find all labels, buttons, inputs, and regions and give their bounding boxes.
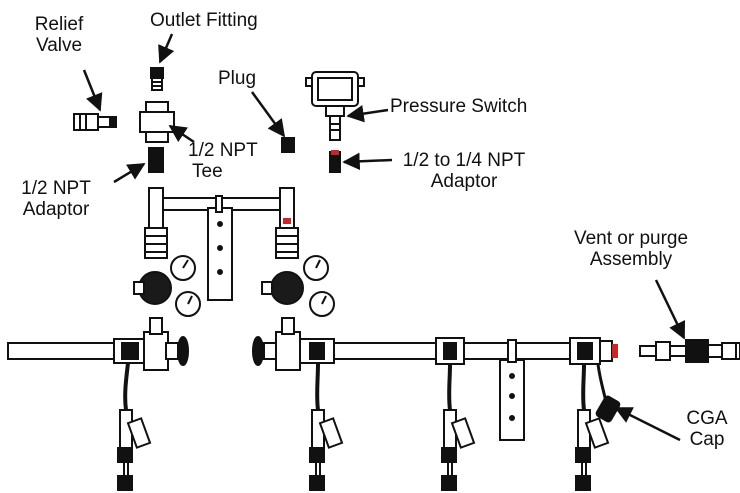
reducer-adaptor-part bbox=[329, 150, 341, 173]
npt-tee-label-line2: Tee bbox=[192, 161, 223, 182]
vent-purge-assembly bbox=[639, 339, 737, 363]
npt-adaptor-label: 1/2 NPT Adaptor bbox=[6, 178, 106, 220]
relief-valve-label-line1: Relief bbox=[34, 14, 84, 35]
npt-reducer-label: 1/2 to 1/4 NPT Adaptor bbox=[394, 150, 534, 192]
vent-purge-label-line2: Assembly bbox=[589, 249, 673, 270]
leader-lines bbox=[82, 33, 686, 442]
relief-valve-part bbox=[73, 113, 117, 131]
plug-label: Plug bbox=[218, 68, 257, 89]
pigtail-3 bbox=[441, 363, 476, 491]
npt-tee-label: 1/2 NPT Tee bbox=[188, 140, 298, 182]
npt-adaptor-label-line1: 1/2 NPT bbox=[21, 178, 91, 199]
outlet-fitting-part bbox=[150, 67, 164, 91]
outlet-fitting-label: Outlet Fitting bbox=[150, 10, 258, 31]
npt-reducer-label-line1: 1/2 to 1/4 NPT bbox=[402, 150, 526, 171]
right-regulator-assembly bbox=[252, 187, 335, 371]
relief-valve-label: Relief Valve bbox=[22, 14, 96, 56]
upper-crossbar bbox=[162, 195, 281, 301]
cga-cap-label-line1: CGA bbox=[686, 408, 728, 429]
pigtail-1 bbox=[117, 362, 152, 491]
vent-purge-label-line1: Vent or purge bbox=[573, 228, 689, 249]
pigtail-2 bbox=[309, 362, 344, 491]
left-regulator-assembly bbox=[113, 187, 201, 371]
plug-part bbox=[281, 137, 295, 153]
cga-cap-label: CGA Cap bbox=[682, 408, 732, 450]
pressure-switch-label: Pressure Switch bbox=[390, 96, 528, 117]
tee-part bbox=[139, 101, 175, 143]
header-unions bbox=[435, 337, 618, 441]
vent-purge-label: Vent or purge Assembly bbox=[566, 228, 696, 270]
pigtail-4 bbox=[575, 363, 610, 491]
relief-valve-label-line2: Valve bbox=[35, 35, 83, 56]
npt-tee-label-line1: 1/2 NPT bbox=[188, 140, 258, 161]
cga-cap-label-line2: Cap bbox=[689, 429, 725, 450]
pressure-switch-part bbox=[305, 71, 365, 141]
npt-reducer-label-line2: Adaptor bbox=[430, 171, 498, 192]
npt-adaptor-label-line2: Adaptor bbox=[22, 199, 90, 220]
adaptor-part bbox=[148, 147, 164, 173]
